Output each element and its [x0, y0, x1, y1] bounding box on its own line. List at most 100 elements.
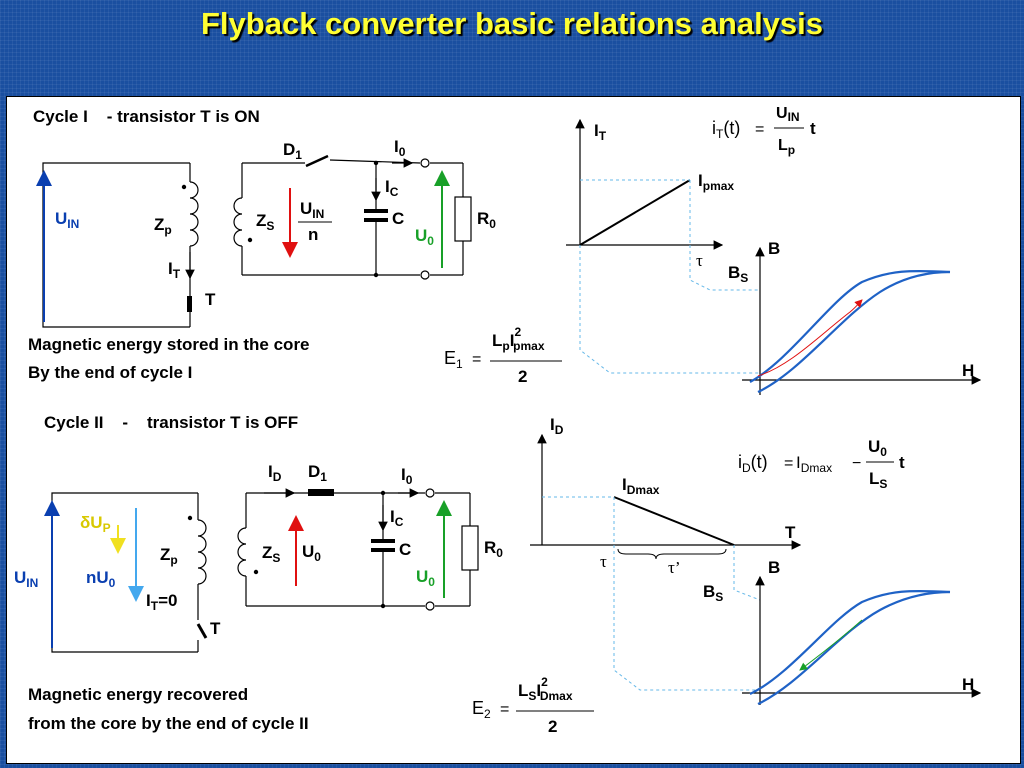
cycle1-uin-label: UIN: [55, 209, 79, 231]
cycle2-u0-label: U0: [416, 567, 435, 589]
cycle2-bh-h-label: H: [962, 675, 974, 694]
cycle2-primary-circuit: [51, 492, 207, 653]
cycle2-graph-peak-label: IDmax: [622, 475, 660, 497]
cycle2-d1-label: D1: [308, 462, 327, 484]
svg-text:=: =: [784, 455, 793, 472]
cycle2-current-formula: iD(t) = IDmax − U0 LS t: [738, 437, 905, 491]
svg-text:iT(t): iT(t): [712, 118, 740, 141]
cycle1-primary-circuit: [42, 162, 199, 328]
svg-text:Lp: Lp: [778, 137, 795, 157]
cycle2-heading: Cycle II - transistor T is OFF: [44, 413, 298, 432]
slide-title: Flyback converter basic relations analys…: [200, 6, 824, 41]
cycle2-t-label: T: [210, 619, 221, 638]
cycle1-ic-label: IC: [385, 177, 399, 199]
svg-text:U0: U0: [868, 437, 887, 459]
cycle1-bh-trajectory: [757, 299, 863, 377]
cycle1-node-top: [373, 160, 379, 166]
svg-text:2: 2: [518, 367, 527, 386]
cycle2-note-line1: Magnetic energy recovered: [28, 685, 248, 704]
cycle1-i0-label: I0: [394, 137, 406, 159]
cycle2-current-ramp: [613, 496, 735, 546]
cycle2-secondary-dot: [253, 569, 259, 575]
cycle2-u0-mid-label: U0: [302, 542, 321, 564]
cycle2-r0-label: R0: [484, 538, 503, 560]
svg-text:E1: E1: [444, 348, 463, 371]
cycle2-uin-label: UIN: [14, 568, 38, 590]
cycle1-current-graph: [566, 118, 760, 374]
cycle2-primary-dot: [187, 515, 193, 521]
cycle2-zp-label: Zp: [160, 545, 178, 567]
svg-text:LS: LS: [869, 469, 887, 491]
svg-text:=: =: [472, 351, 481, 368]
cycle1-bh-b-label: B: [768, 239, 780, 258]
cycle2-graph-t-label: T: [785, 523, 796, 542]
svg-text:iD(t): iD(t): [738, 452, 768, 475]
cycle1-current-formula: iT(t) = UIN Lp t: [712, 105, 816, 157]
cycle1-graph-peak-label: Ipmax: [698, 171, 734, 193]
cycle1-current-ramp: [579, 179, 691, 246]
cycle1-transistor-switch: [187, 296, 192, 312]
svg-text:IDmax: IDmax: [796, 453, 832, 475]
cycle1-node-bottom: [373, 272, 379, 278]
cycle1-c-label: C: [392, 209, 404, 228]
cycle1-ratio-denominator: n: [308, 225, 318, 244]
svg-text:t: t: [899, 453, 905, 472]
cycle1-d1-label: D1: [283, 140, 302, 162]
cycle1-bh-graph: [742, 246, 982, 395]
cycle1-zs-label: ZS: [256, 211, 274, 233]
cycle2-bh-bs-label: BS: [703, 582, 723, 604]
cycle1-capacitor-plate-top: [364, 209, 388, 213]
cycle2-ic-label: IC: [390, 507, 404, 529]
cycle2-note-line2: from the core by the end of cycle II: [28, 714, 309, 733]
cycle1-zp-label: Zp: [154, 215, 172, 237]
cycle2-graph-tau: τ: [600, 552, 607, 571]
cycle2-capacitor-plate-bottom: [371, 548, 395, 552]
cycle1-u0-label: U0: [415, 226, 434, 248]
cycle2-diode-d1: [308, 489, 334, 496]
cycle1-diode-d1: [305, 154, 329, 168]
svg-text:=: =: [755, 121, 764, 138]
svg-text:=: =: [500, 701, 509, 718]
svg-text:E2: E2: [472, 698, 491, 721]
cycle1-r0-label: R0: [477, 209, 496, 231]
cycle2-zs-label: ZS: [262, 543, 280, 565]
cycle1-heading: Cycle I - transistor T is ON: [33, 107, 260, 126]
svg-text:−: −: [852, 455, 861, 472]
content-panel: [6, 96, 1021, 764]
cycle2-node-bottom: [380, 603, 386, 609]
cycle2-bh-b-label: B: [768, 558, 780, 577]
cycle1-secondary-dot: [247, 237, 253, 243]
cycle1-bh-bs-label: BS: [728, 263, 748, 285]
svg-text:UIN: UIN: [776, 105, 800, 124]
cycle1-it-label: IT: [168, 259, 181, 281]
svg-text:2: 2: [548, 717, 557, 736]
cycle2-bh-trajectory: [799, 619, 863, 671]
cycle2-dup-label: δUP: [80, 513, 111, 535]
cycle1-t-label: T: [205, 290, 216, 309]
cycle2-section: Cycle II - transistor T is OFF UIN δUP n…: [14, 413, 982, 736]
cycle2-tau-prime-brace: [617, 548, 727, 560]
cycle2-secondary-circuit: [237, 488, 479, 611]
svg-text:t: t: [810, 119, 816, 138]
cycle1-primary-dot: [181, 184, 187, 190]
cycle2-graph-tau-prime: τ’: [668, 558, 681, 577]
cycle2-node-top: [380, 490, 386, 496]
cycle1-section: Cycle I - transistor T is ON UIN Zp IT T: [28, 105, 982, 395]
cycle2-graph-y-label: ID: [550, 415, 564, 437]
cycle1-graph-tau: τ: [696, 251, 703, 270]
cycle2-transistor-switch-open: [196, 623, 208, 639]
cycle2-it-label: IT=0: [146, 591, 177, 613]
cycle2-i0-label: I0: [401, 465, 413, 487]
cycle2-c-label: C: [399, 540, 411, 559]
cycle2-current-graph: [530, 433, 802, 691]
cycle1-note-line1: Magnetic energy stored in the core: [28, 335, 310, 354]
cycle1-graph-y-label: IT: [594, 121, 607, 143]
cycle2-capacitor-plate-top: [371, 539, 395, 543]
cycle1-bh-h-label: H: [962, 361, 974, 380]
cycle2-bh-graph: [742, 575, 982, 705]
